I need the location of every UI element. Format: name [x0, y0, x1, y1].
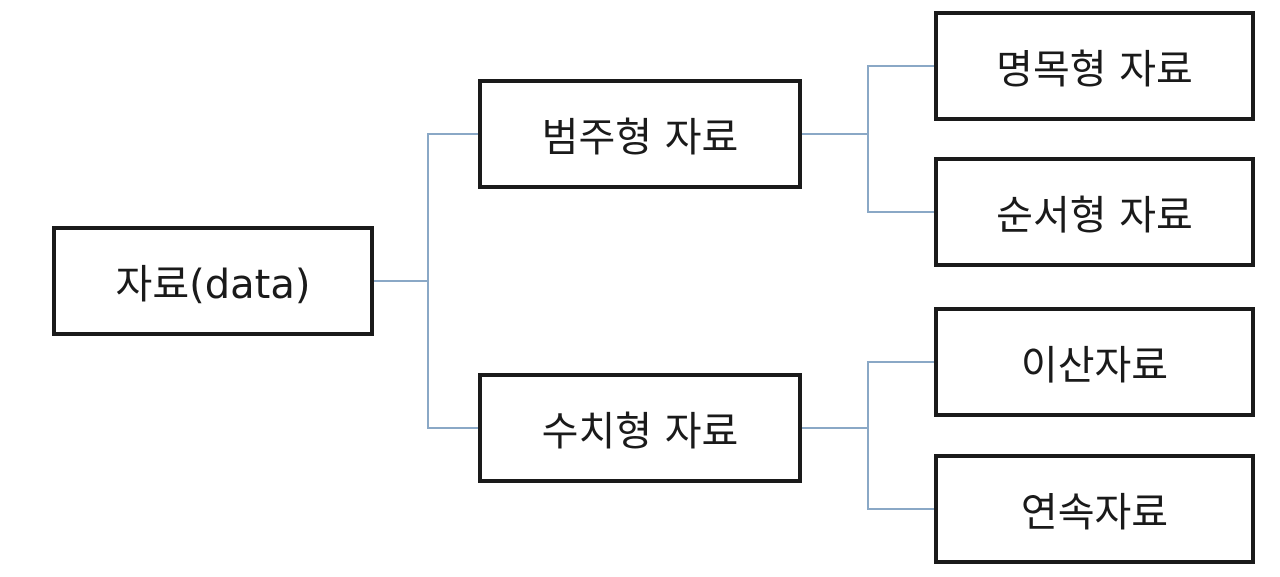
- node-nominal-data-label: 명목형 자료: [996, 47, 1193, 93]
- node-data-root: 자료(data): [52, 226, 374, 336]
- node-categorical-data: 범주형 자료: [478, 79, 802, 189]
- node-discrete-data-label: 이산자료: [1020, 343, 1169, 389]
- connector-root-to-categorical: [374, 133, 478, 282]
- node-numerical-data-label: 수치형 자료: [541, 409, 739, 455]
- node-continuous-data-label: 연속자료: [1020, 490, 1169, 536]
- node-ordinal-data-label: 순서형 자료: [996, 193, 1193, 239]
- node-nominal-data: 명목형 자료: [934, 11, 1255, 121]
- node-ordinal-data: 순서형 자료: [934, 157, 1255, 267]
- node-continuous-data: 연속자료: [934, 454, 1255, 564]
- node-numerical-data: 수치형 자료: [478, 373, 802, 483]
- connector-categorical-to-nominal: [802, 65, 934, 135]
- node-data-root-label: 자료(data): [115, 262, 311, 308]
- connector-numerical-to-discrete: [802, 361, 934, 429]
- connector-categorical-to-ordinal: [867, 134, 934, 213]
- connector-numerical-to-continuous: [867, 428, 934, 510]
- node-discrete-data: 이산자료: [934, 307, 1255, 417]
- connector-root-to-numerical: [427, 281, 478, 429]
- node-categorical-data-label: 범주형 자료: [541, 115, 739, 161]
